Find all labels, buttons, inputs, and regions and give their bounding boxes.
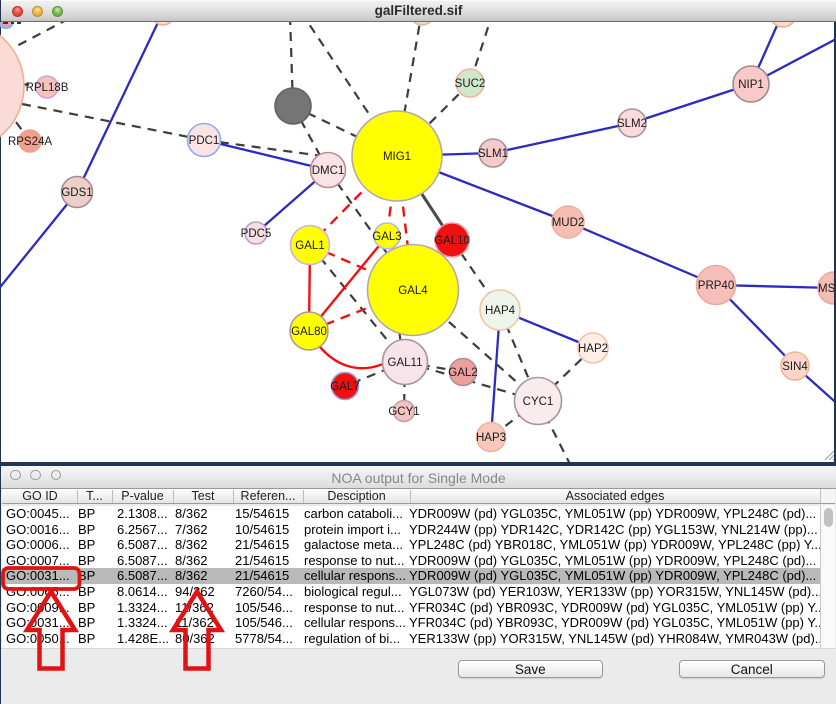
- svg-text:DMC1: DMC1: [312, 165, 345, 177]
- svg-text:GAL7: GAL7: [330, 381, 359, 393]
- svg-text:MSN5: MSN5: [818, 283, 836, 295]
- svg-text:SLM1: SLM1: [478, 148, 508, 160]
- svg-text:NIP1: NIP1: [738, 79, 764, 91]
- svg-text:HAP2: HAP2: [578, 343, 608, 355]
- svg-text:MIG1: MIG1: [383, 151, 411, 163]
- svg-text:RPL18B: RPL18B: [26, 82, 69, 94]
- svg-text:PDC5: PDC5: [241, 228, 272, 240]
- svg-text:PDC1: PDC1: [189, 135, 220, 147]
- svg-text:GAL2: GAL2: [448, 367, 477, 379]
- svg-text:HAP3: HAP3: [476, 432, 506, 444]
- svg-text:GAL80: GAL80: [291, 326, 327, 338]
- svg-text:GAL1: GAL1: [295, 240, 324, 252]
- svg-text:MUD2: MUD2: [552, 217, 585, 229]
- svg-text:GAL4: GAL4: [398, 285, 428, 297]
- svg-text:SIN4: SIN4: [782, 361, 808, 373]
- svg-text:SUC2: SUC2: [455, 78, 486, 90]
- svg-text:CYC1: CYC1: [523, 396, 554, 408]
- svg-text:GAL11: GAL11: [388, 357, 423, 369]
- svg-text:GCY1: GCY1: [388, 406, 419, 418]
- svg-text:HAP4: HAP4: [485, 305, 516, 317]
- svg-text:SLM2: SLM2: [617, 118, 647, 130]
- svg-text:GAL10: GAL10: [434, 235, 470, 247]
- svg-text:PRP40: PRP40: [698, 280, 734, 292]
- svg-text:RPS24A: RPS24A: [8, 136, 52, 148]
- svg-text:GDS1: GDS1: [61, 187, 92, 199]
- svg-text:GAL3: GAL3: [372, 231, 401, 243]
